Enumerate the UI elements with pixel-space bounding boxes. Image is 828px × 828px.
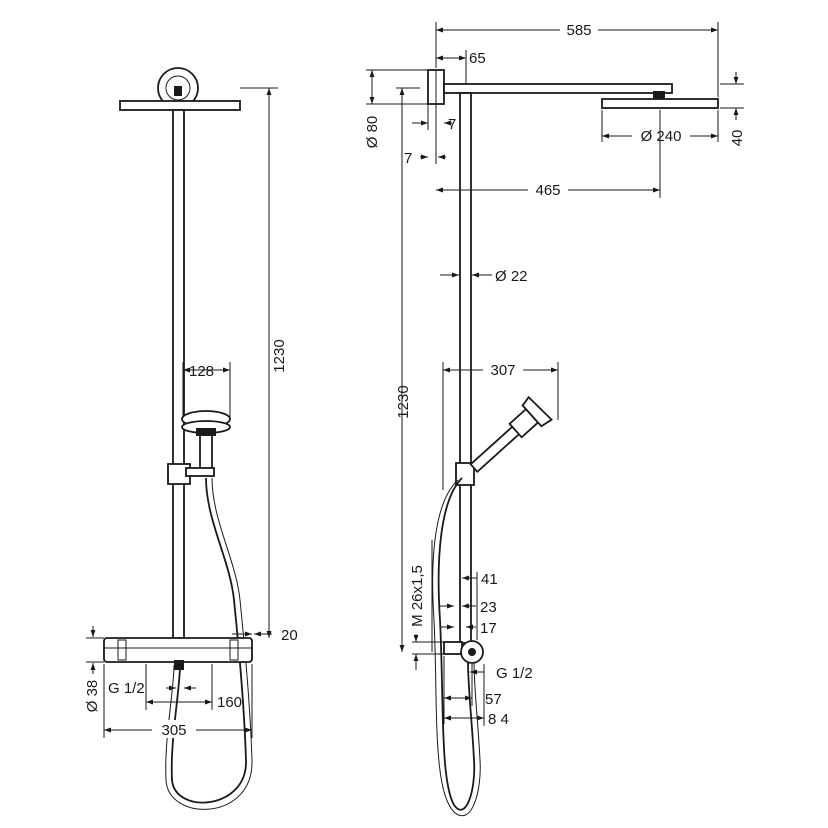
side-riser-pipe xyxy=(459,92,472,644)
side-shower-arm xyxy=(443,83,673,94)
side-hose xyxy=(437,477,476,811)
side-thermostat xyxy=(443,641,463,655)
side-hand-shower xyxy=(469,395,554,473)
label-bracket-width: 65 xyxy=(469,50,486,67)
label-front-inlet-thread: G 1/2 xyxy=(108,680,145,697)
label-pipe-diameter: Ø 22 xyxy=(495,268,528,285)
label-front-height: 1230 xyxy=(271,339,288,372)
label-thermostat-width: 305 xyxy=(161,722,186,739)
label-dim-84: 8 4 xyxy=(488,711,509,728)
front-view xyxy=(103,67,253,810)
label-wall-offset: 20 xyxy=(281,627,298,644)
label-dim-57: 57 xyxy=(485,691,502,708)
label-dim-41: 41 xyxy=(481,571,498,588)
label-side-height: 1230 xyxy=(395,385,412,418)
label-connection-thread: M 26x1,5 xyxy=(409,565,426,627)
front-head-shower xyxy=(119,100,241,111)
side-dimensions: 585 65 Ø 80 7 7 40 Ø 240 46 xyxy=(364,20,746,728)
label-inlet-spacing: 160 xyxy=(217,694,242,711)
front-hand-shower xyxy=(181,410,231,468)
label-dim-17: 17 xyxy=(480,620,497,637)
label-hand-shower-diameter: 128 xyxy=(189,363,214,380)
label-arm-length: 465 xyxy=(535,182,560,199)
label-head-shower-diameter: Ø 240 xyxy=(641,128,682,145)
label-bracket-dim-b: 7 xyxy=(404,150,412,167)
label-side-inlet-thread: G 1/2 xyxy=(496,665,533,682)
label-dim-23: 23 xyxy=(480,599,497,616)
label-arm-projection: 585 xyxy=(566,22,591,39)
label-bracket-dim-a: 7 xyxy=(448,116,456,133)
label-thermostat-diameter: Ø 38 xyxy=(84,680,101,713)
label-hand-shower-reach: 307 xyxy=(490,362,515,379)
front-hose xyxy=(170,477,247,804)
label-bracket-diameter: Ø 80 xyxy=(364,116,381,149)
front-dimensions: 1230 128 20 Ø 38 G 1/2 160 305 xyxy=(84,87,298,739)
front-riser-pipe xyxy=(172,109,185,639)
label-head-shower-height: 40 xyxy=(729,130,746,147)
side-head-shower xyxy=(601,98,719,109)
